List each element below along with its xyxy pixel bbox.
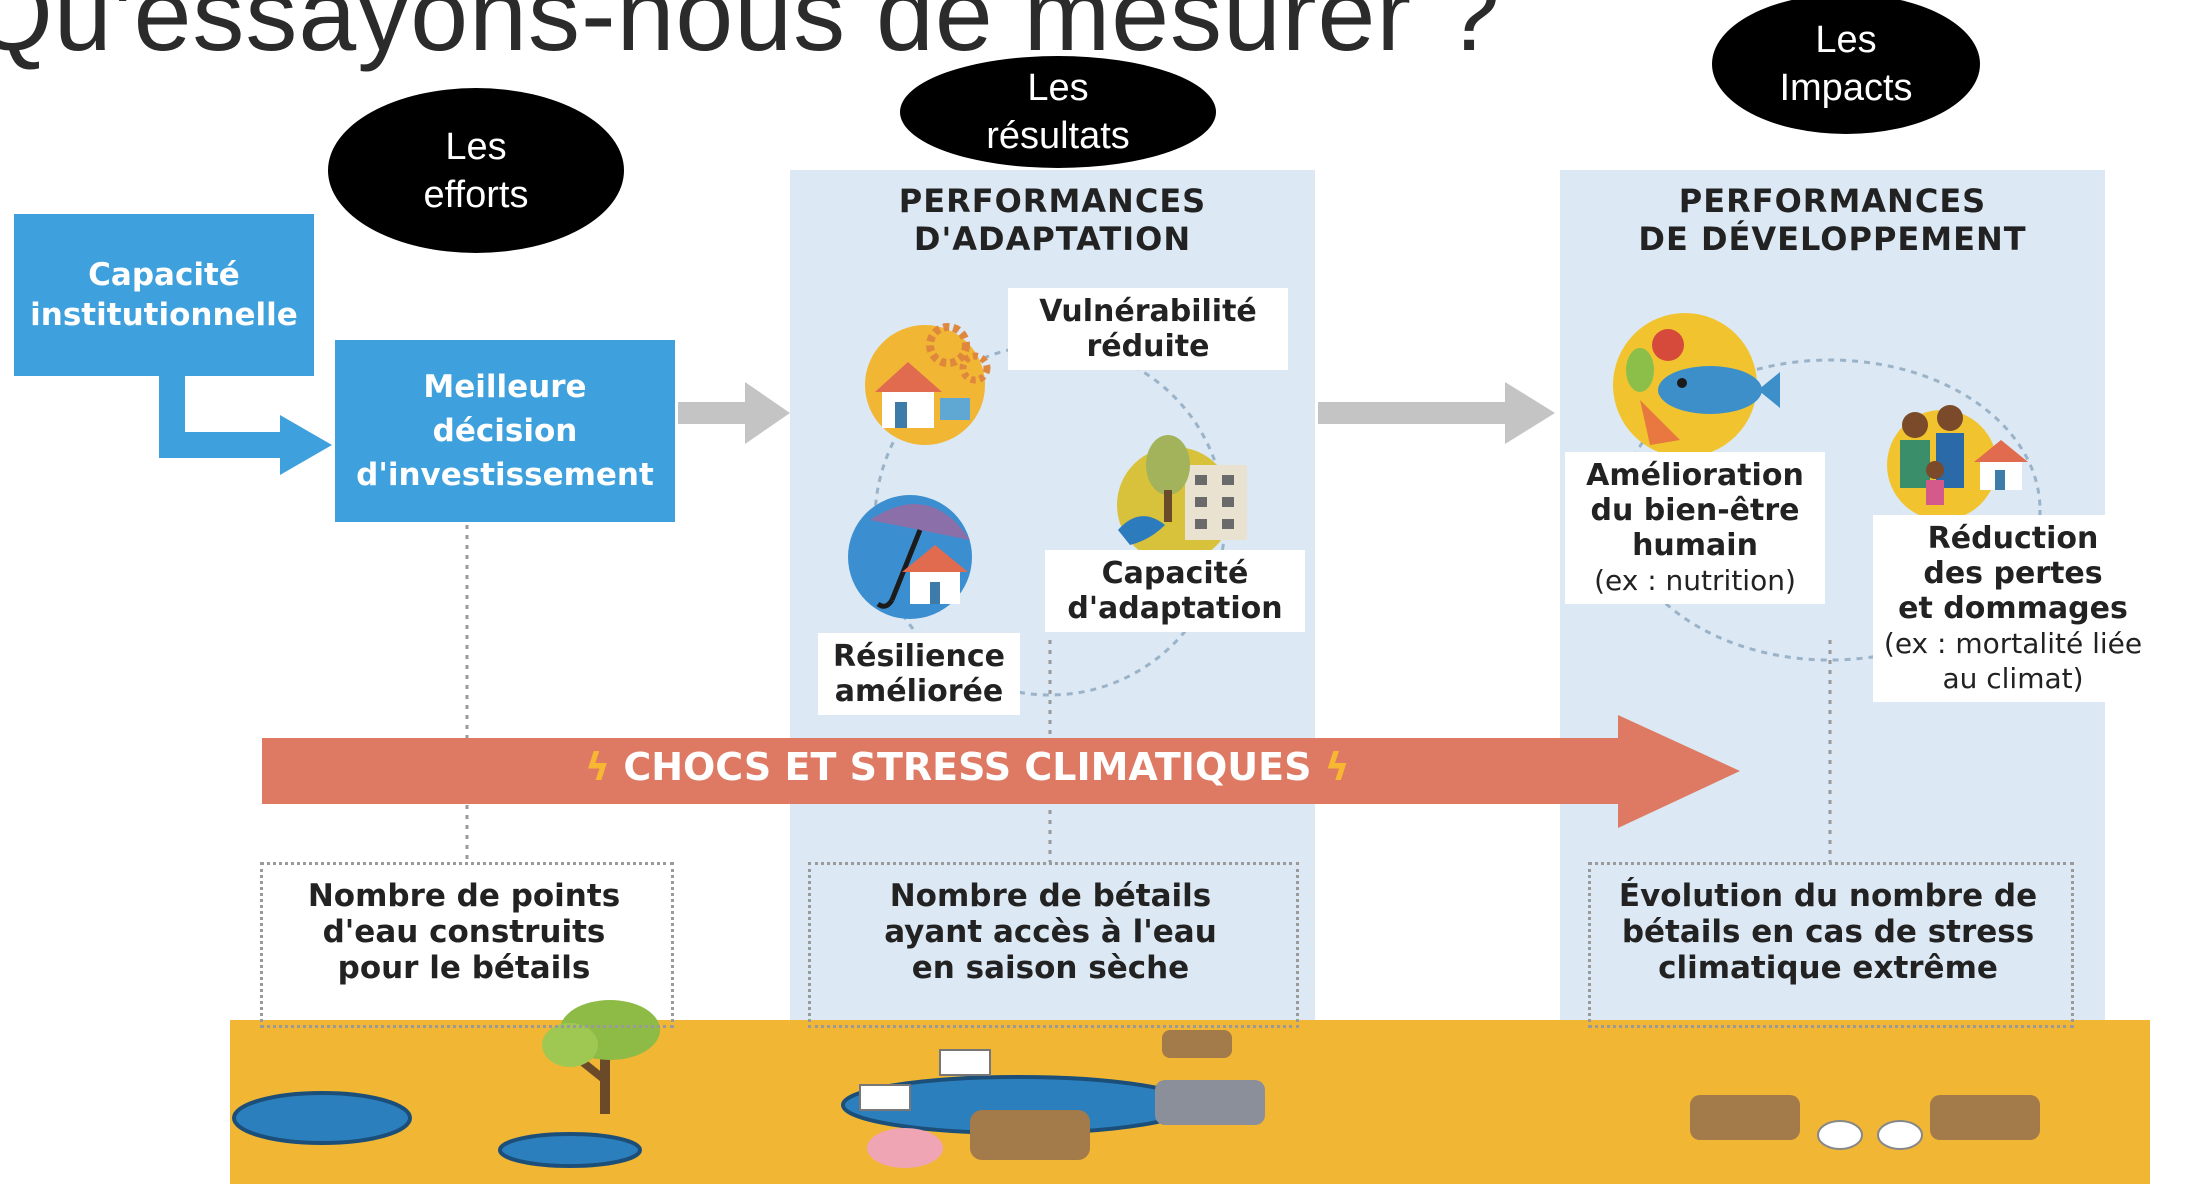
- connector-arrowhead: [280, 415, 332, 475]
- gray-arrow-2-head: [1505, 382, 1555, 444]
- connector-arrow: [159, 375, 285, 458]
- chocs-arrow-shaft: [262, 738, 1622, 804]
- gray-arrow-1-head: [745, 382, 790, 444]
- umbrella-house-icon: [848, 495, 972, 619]
- house-gears-icon: [865, 323, 991, 445]
- indicator-box-resultats: [808, 862, 1299, 1028]
- adaptation-heading: PERFORMANCES D'ADAPTATION: [898, 182, 1207, 258]
- indicator-box-impacts: [1588, 862, 2074, 1028]
- food-icon: [1613, 313, 1780, 457]
- tree-icon: [542, 1000, 660, 1114]
- water-pond-icon: [232, 1075, 1195, 1168]
- capacite-institutionnelle-box: Capacité institutionnelle: [14, 214, 314, 376]
- indicator-evolution: Évolution du nombre de bétails en cas de…: [1618, 878, 2038, 986]
- capacite-adaptation-label: Capacité d'adaptation: [1045, 550, 1305, 632]
- vulnerabilite-reduite-label: Vulnérabilité réduite: [1008, 288, 1288, 370]
- indicator-betails-eau: Nombre de bétails ayant accès à l'eau en…: [884, 878, 1217, 986]
- indicator-points-eau: Nombre de points d'eau construits pour l…: [307, 878, 621, 986]
- amelioration-bien-etre-label: Amélioration du bien-être humain (ex : n…: [1565, 452, 1825, 604]
- lightning-icon: ϟ: [585, 745, 611, 789]
- gray-arrow-2-shaft: [1318, 402, 1508, 424]
- chocs-stress-label: ϟ CHOCS ET STRESS CLIMATIQUES ϟ: [585, 745, 1350, 789]
- ellipse-resultats: Les résultats: [900, 56, 1216, 168]
- livestock-icon: [859, 1030, 2040, 1168]
- development-heading: PERFORMANCES DE DÉVELOPPEMENT: [1638, 182, 2027, 258]
- ellipse-efforts: Les efforts: [328, 88, 624, 253]
- chocs-arrow-head: [1618, 715, 1740, 828]
- indicator-box-efforts: [260, 862, 674, 1028]
- ellipse-impacts: Les Impacts: [1712, 0, 1980, 134]
- reduction-pertes-label: Réduction des pertes et dommages (ex : m…: [1873, 515, 2153, 702]
- resilience-amelioree-label: Résilience améliorée: [818, 633, 1020, 715]
- family-icon: [1887, 405, 2028, 520]
- lightning-icon: ϟ: [1324, 745, 1350, 789]
- slide-title: Qu'essayons-nous de mesurer ?: [0, 0, 1501, 73]
- gray-arrow-1-shaft: [678, 402, 748, 424]
- building-tree-icon: [1117, 435, 1247, 563]
- meilleure-decision-box: Meilleure décision d'investissement: [335, 340, 675, 522]
